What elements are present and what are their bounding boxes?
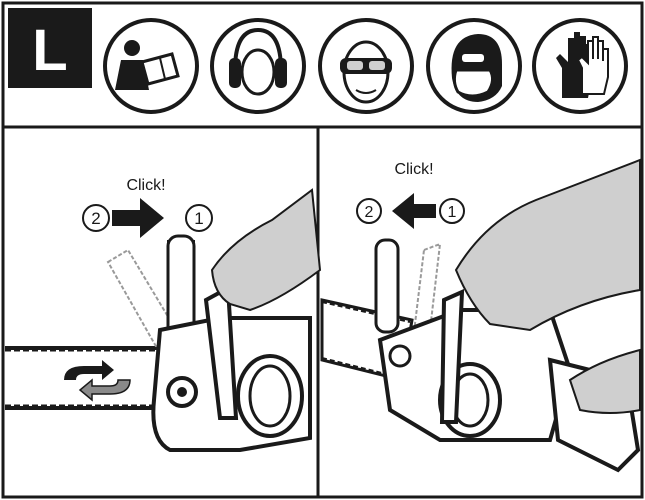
panel-left: Click! 2 1 xyxy=(5,177,322,452)
click-label-left: Click! xyxy=(126,177,165,194)
gloves-icon xyxy=(532,18,628,114)
step-number-from-right: 2 xyxy=(365,204,374,221)
arrow-right-icon xyxy=(112,198,164,238)
arrow-left-icon xyxy=(392,193,436,229)
ear-protection-icon xyxy=(210,18,306,114)
step-number-from-left: 2 xyxy=(91,209,100,228)
step-circle-from-left xyxy=(82,204,110,232)
step-number-to-left: 1 xyxy=(194,209,203,228)
read-manual-icon xyxy=(103,18,199,114)
ppe-icon-row xyxy=(103,18,628,114)
step-number-to-right: 1 xyxy=(448,204,457,221)
rotate-arrows-icon xyxy=(64,360,131,402)
eye-protection-icon xyxy=(318,18,414,114)
step-circle-from-right xyxy=(356,198,382,224)
panel-right: Click! 2 1 xyxy=(320,158,641,473)
step-circle-to-right xyxy=(439,198,465,224)
section-letter: L xyxy=(32,18,67,83)
chainsaw-illustration-right xyxy=(320,158,641,473)
dust-mask-icon xyxy=(426,18,522,114)
chainsaw-illustration-left xyxy=(5,188,322,452)
section-letter-box: L xyxy=(8,8,92,88)
click-label-right: Click! xyxy=(394,161,433,178)
step-circle-to-left xyxy=(185,204,213,232)
